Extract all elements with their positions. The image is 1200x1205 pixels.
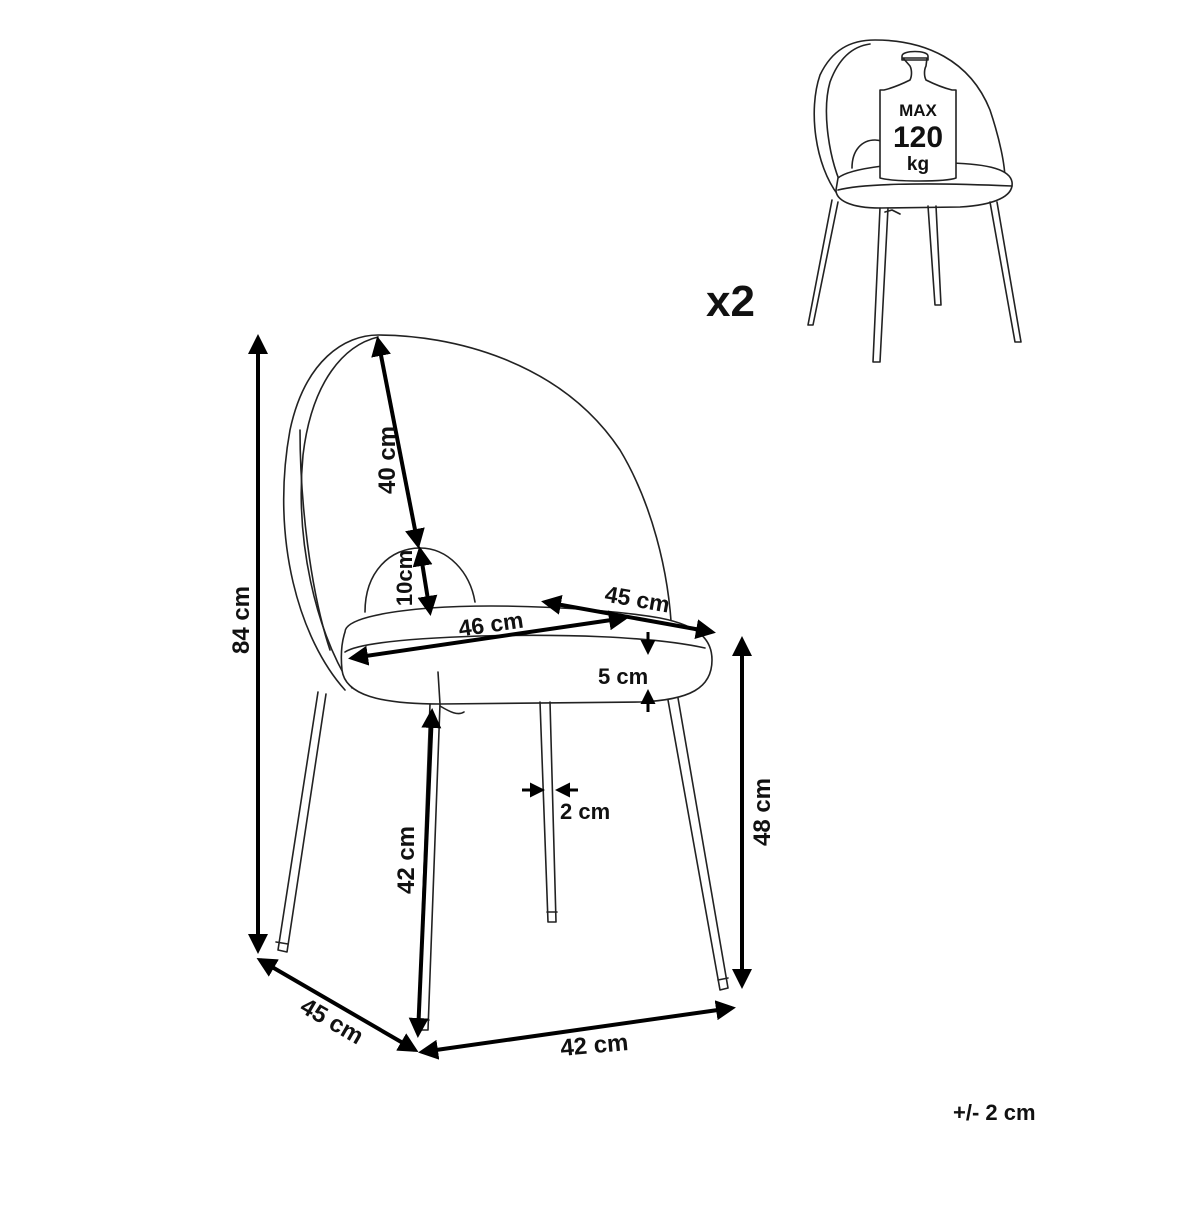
- base-width-label: 42 cm: [559, 1029, 629, 1062]
- weight-value: 120: [893, 121, 943, 154]
- tolerance-note: +/- 2 cm: [953, 1100, 1036, 1125]
- weight-unit: kg: [907, 154, 929, 175]
- quantity-label: x2: [706, 277, 755, 326]
- dimension-lines: [248, 334, 752, 1060]
- weight-icon: MAX 120 kg: [879, 50, 957, 182]
- base-depth-arrow: [256, 957, 419, 1053]
- backrest-gap-label: 10cm: [392, 550, 417, 606]
- seat-thickness-label: 5 cm: [598, 664, 648, 689]
- max-label: MAX: [899, 101, 937, 120]
- leg-height-label: 42 cm: [393, 826, 420, 894]
- base-width-arrow: [418, 1000, 736, 1060]
- leg-diameter-label: 2 cm: [560, 799, 610, 824]
- backrest-height-label: 40 cm: [374, 426, 401, 494]
- main-chair-drawing: [275, 334, 729, 1031]
- total-height-label: 84 cm: [228, 586, 255, 654]
- seat-height-label: 48 cm: [749, 778, 776, 846]
- backrest-height-arrow: [371, 336, 425, 549]
- backrest-gap-arrow: [412, 546, 438, 616]
- leg-height-arrow: [408, 708, 442, 1038]
- seat-depth-arrow: [541, 594, 716, 640]
